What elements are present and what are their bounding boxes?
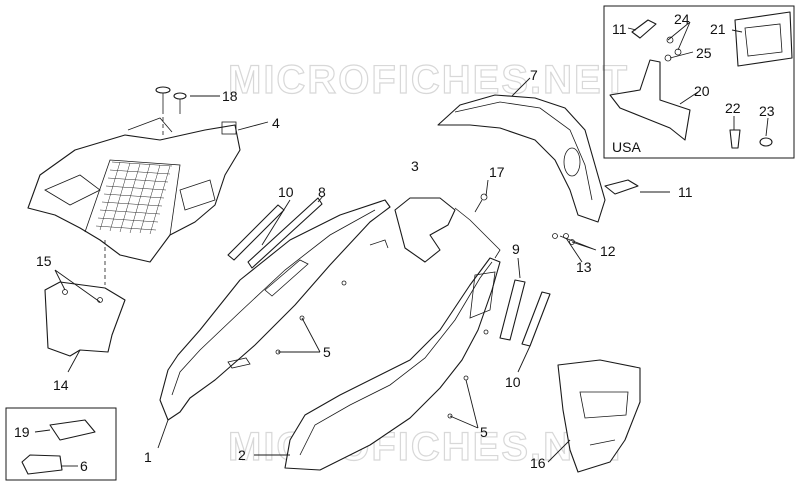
part-16-cover (557, 359, 641, 473)
label-3: 3 (411, 158, 419, 174)
label-11: 11 (678, 184, 693, 200)
label-8: 8 (318, 184, 326, 200)
label-16: 16 (530, 455, 546, 471)
part-4-underseat-tray (27, 117, 241, 263)
part-3-center-cover (394, 197, 456, 263)
label-6: 6 (80, 458, 88, 474)
label-22: 22 (725, 100, 741, 116)
usa-inset-label: USA (612, 139, 641, 155)
part-6-clip (21, 454, 63, 475)
usa-inset-parts (609, 11, 793, 149)
part-1-left-side-panel (159, 199, 391, 421)
label-13: 13 (576, 259, 592, 275)
label-20: 20 (694, 83, 710, 99)
part-11-reflector (604, 179, 639, 195)
usa-inset-frame (603, 5, 795, 159)
label-24: 24 (674, 11, 690, 27)
label-5-right: 5 (480, 424, 488, 440)
label-1: 1 (144, 449, 152, 465)
label-15: 15 (36, 253, 52, 269)
part-7-rear-mudguard (437, 94, 606, 223)
part-18-rivets (155, 86, 187, 114)
part-14-splash-flap (44, 281, 126, 357)
label-23: 23 (759, 103, 775, 119)
label-18: 18 (222, 88, 238, 104)
label-14: 14 (53, 377, 69, 393)
part-number-labels: 1 2 3 4 5 5 6 7 8 9 10 10 11 11 12 13 14… (14, 11, 775, 474)
watermark-top: MICROFICHES.NET (228, 58, 629, 102)
leader-lines (34, 21, 769, 467)
label-19: 19 (14, 424, 30, 440)
label-10-left: 10 (278, 184, 294, 200)
label-9: 9 (512, 241, 520, 257)
label-10-right: 10 (505, 374, 521, 390)
label-11-inset: 11 (612, 21, 627, 37)
part-19-clip (49, 419, 96, 441)
label-25: 25 (696, 45, 712, 61)
part-10-strip-right (521, 291, 551, 347)
label-21: 21 (710, 21, 726, 37)
part-9-strip (499, 279, 526, 341)
label-12: 12 (600, 243, 616, 259)
part-8-strip (247, 197, 323, 269)
part-2-right-side-panel (284, 207, 501, 471)
label-2: 2 (238, 447, 246, 463)
label-17: 17 (489, 164, 505, 180)
label-4: 4 (272, 115, 280, 131)
label-7: 7 (530, 67, 538, 83)
label-5-left: 5 (323, 344, 331, 360)
clips-inset-frame (5, 407, 117, 481)
